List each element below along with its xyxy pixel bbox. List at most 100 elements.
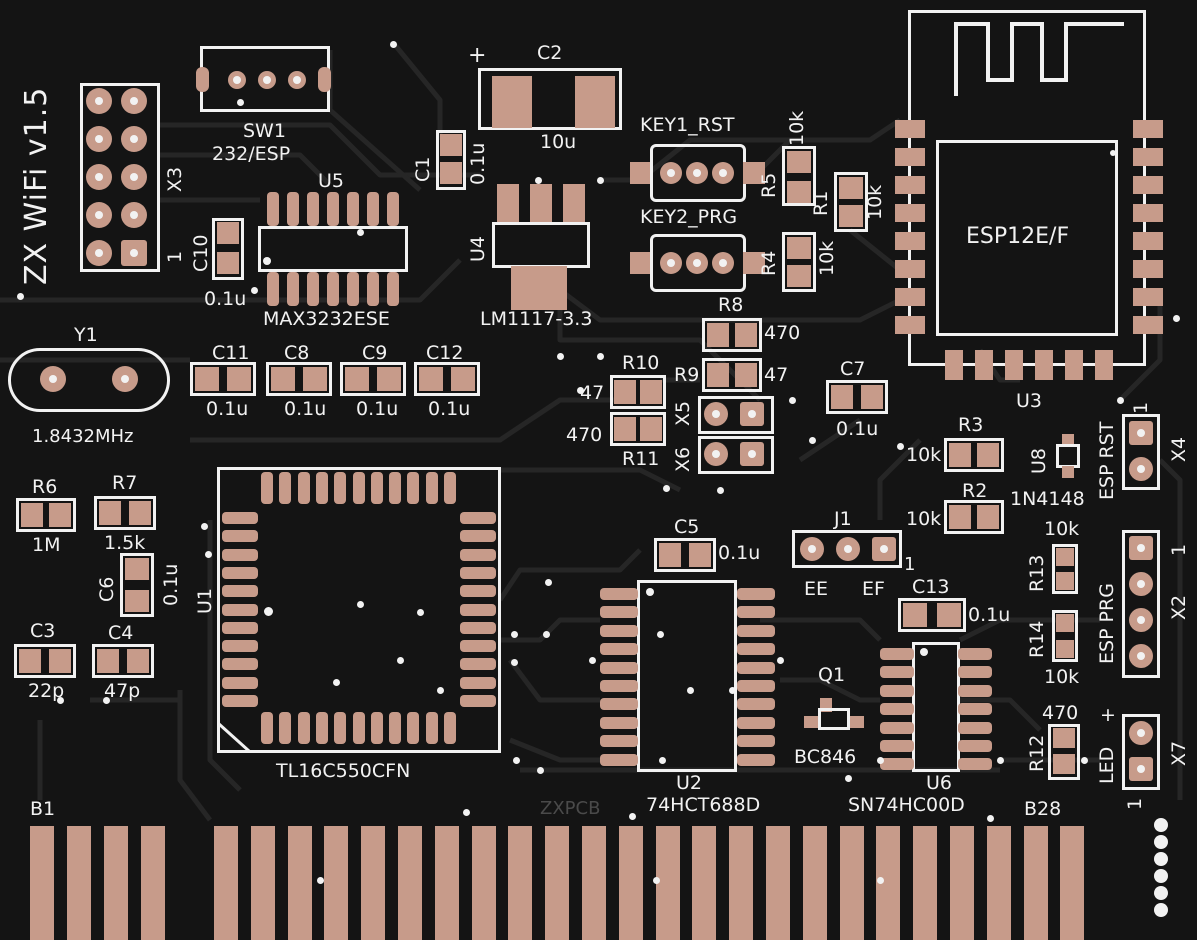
c3-value: 22p [28, 680, 65, 702]
u2-pin [600, 680, 638, 692]
u1-pin [460, 530, 496, 543]
u5-pin [287, 272, 299, 306]
c9-pad [377, 367, 401, 391]
u4-pin [563, 184, 585, 224]
u5-ref: U5 [318, 170, 344, 192]
edge-hole [1154, 852, 1168, 866]
via [205, 551, 212, 558]
u1-pin [460, 512, 496, 524]
u6-pin [958, 666, 992, 679]
r4-ref: R4 [758, 250, 780, 276]
u1-pin [460, 621, 496, 634]
r5-pad [787, 181, 811, 203]
r11-value: 470 [566, 424, 603, 446]
edge-finger [104, 826, 128, 940]
u2-pin [600, 753, 638, 766]
u5-pin [267, 272, 279, 306]
via [437, 687, 444, 694]
u1-pin [444, 472, 456, 504]
u6-pin [958, 721, 992, 734]
r10-pad [614, 380, 636, 404]
r6-value: 1M [32, 534, 61, 556]
u1-pin [460, 676, 496, 689]
via [657, 631, 664, 638]
via [577, 387, 584, 394]
via [511, 659, 518, 666]
x6-outline [698, 436, 774, 474]
edge-finger [950, 826, 974, 940]
u6-pin [958, 684, 992, 697]
x4-outline [1122, 414, 1160, 490]
u6-pin [880, 684, 914, 697]
x3-pin [121, 202, 147, 228]
via [809, 437, 816, 444]
u1-pin [425, 712, 438, 744]
j1-pin-1 [872, 537, 896, 561]
u2-pin [737, 716, 775, 729]
x3-pin [86, 202, 112, 228]
edge-finger [508, 826, 533, 940]
r4-pad [787, 237, 811, 259]
u1-pin [261, 712, 273, 744]
q1-pin [804, 716, 818, 728]
via [659, 757, 666, 764]
c12-value: 0.1u [428, 398, 471, 420]
antenna-icon [954, 22, 1124, 96]
u5-pin [387, 192, 399, 226]
u1-pin [279, 472, 292, 504]
u1-pin [389, 712, 402, 744]
r9-pad [735, 363, 757, 387]
r6-outline [16, 498, 76, 532]
via [397, 657, 404, 664]
c13-ref: C13 [912, 576, 950, 598]
x3-pin [86, 164, 112, 190]
u2-pin [600, 716, 638, 729]
via [333, 679, 340, 686]
r3-value: 10k [906, 444, 942, 466]
key1-pin [660, 162, 682, 184]
c13-outline [898, 598, 966, 632]
key1-pad [743, 162, 765, 184]
r8-ref: R8 [718, 294, 744, 316]
u2-value: 74HCT688D [646, 794, 761, 816]
key2-ref: KEY2_PRG [640, 206, 738, 228]
u1-pin [222, 566, 258, 579]
y1-pin [112, 366, 138, 392]
u1-pin [222, 658, 258, 671]
x7-pin1-marker: 1 [1124, 797, 1146, 810]
u6-pin [880, 648, 914, 660]
u2-pin [737, 643, 775, 656]
edge-hole [1154, 903, 1168, 917]
u1-pin [460, 658, 496, 671]
u3-pin [1133, 260, 1163, 278]
edge-finger [434, 826, 459, 940]
u5-pin [307, 272, 319, 306]
r14-value: 10k [1044, 666, 1080, 688]
r4-pad [787, 265, 811, 287]
c8-value: 0.1u [284, 398, 327, 420]
u6-pin [880, 740, 914, 752]
r13-pad [1056, 548, 1074, 566]
u3-pin [945, 350, 963, 380]
u5-pin [307, 192, 319, 226]
edge-finger [471, 826, 496, 940]
u1-pin [315, 712, 328, 744]
edge-finger [618, 826, 643, 940]
u3-pin [1035, 350, 1053, 380]
u1-pin [334, 712, 347, 744]
u2-pin [737, 753, 775, 766]
q1-pin [850, 716, 864, 728]
via [513, 757, 520, 764]
c4-pad [97, 649, 119, 673]
u1-pin [460, 566, 496, 579]
x7-label: LED [1096, 746, 1118, 784]
r10-ref: R10 [622, 352, 660, 374]
c7-ref: C7 [840, 358, 866, 380]
key2-pin [686, 252, 708, 274]
u5-pin [267, 192, 279, 226]
r11-pad [614, 417, 636, 441]
c1-value: 0.1u [467, 142, 489, 185]
via [1117, 397, 1124, 404]
u3-pin [895, 148, 925, 166]
u1-pin [352, 712, 365, 744]
